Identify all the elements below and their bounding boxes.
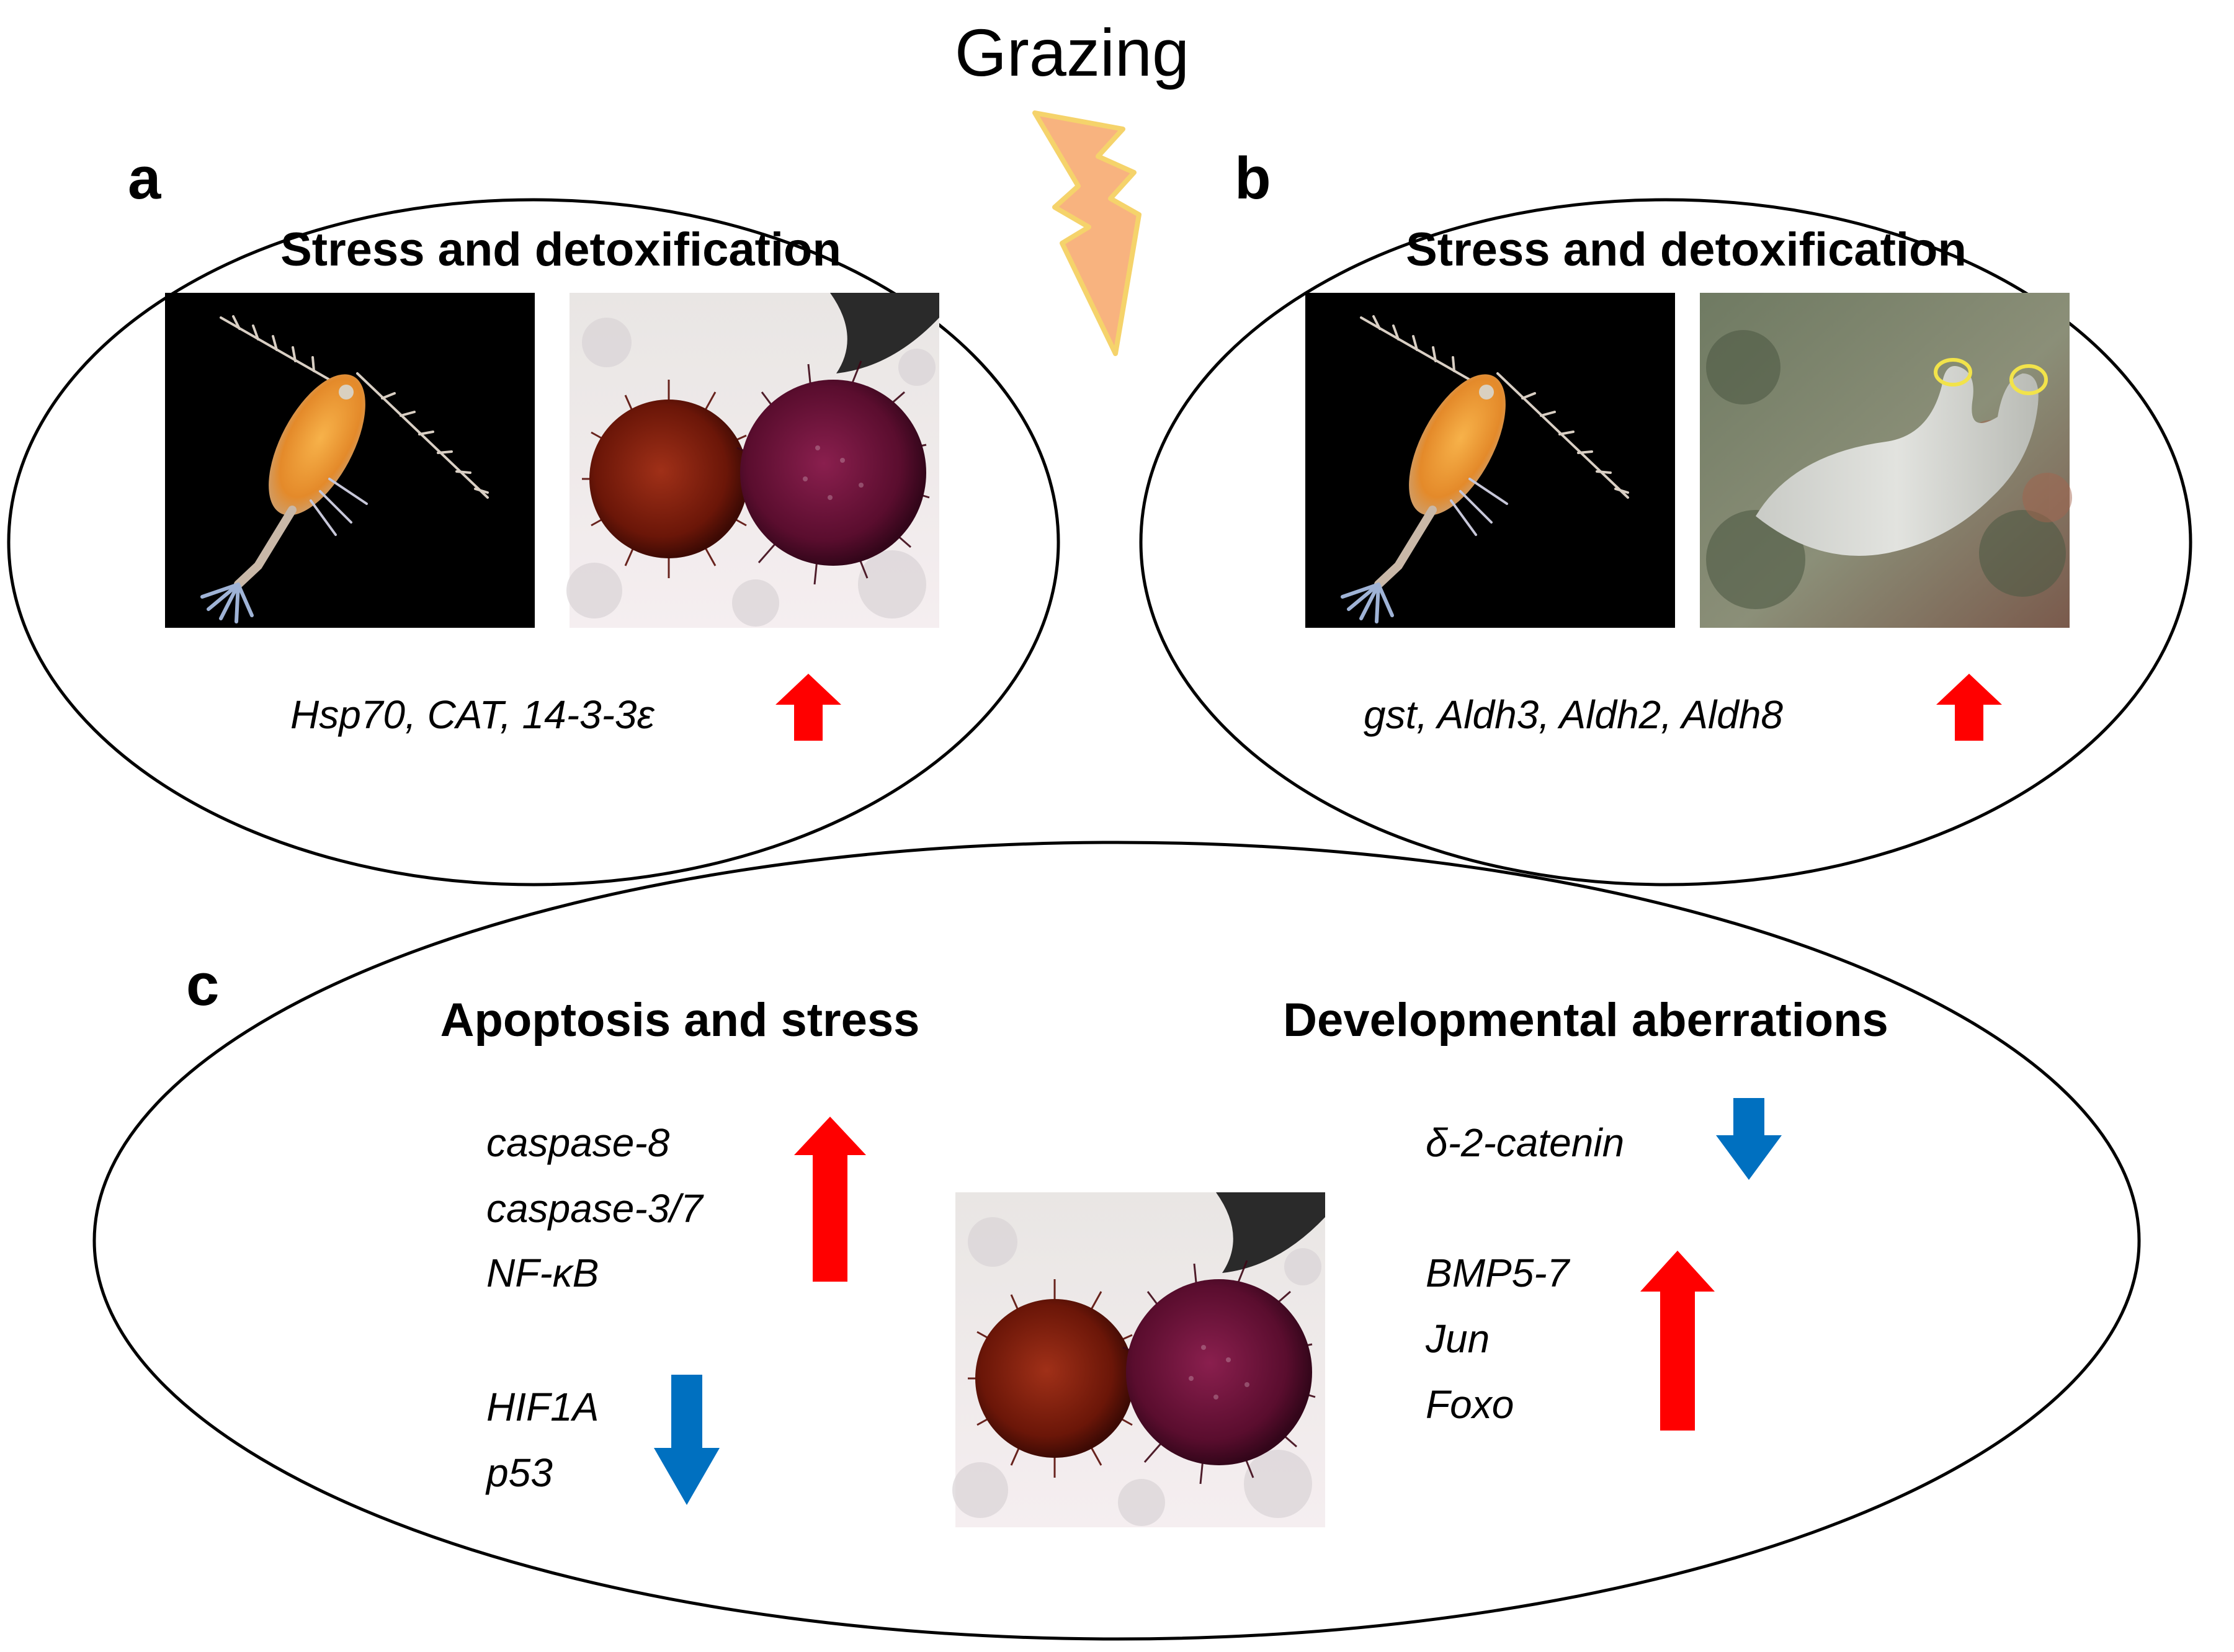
panel-a-ellipse: [7, 198, 1060, 886]
ascidian-photo: [1700, 293, 2072, 628]
panel-c-ellipse: [92, 841, 2141, 1641]
up-arrow-icon: [1640, 1251, 1715, 1431]
lightning-icon: [1032, 110, 1142, 356]
panel-b-ellipse: [1139, 198, 2192, 886]
copepod-photo-a: [165, 293, 535, 628]
panel-b-heading: Stress and detoxification: [1406, 223, 1967, 276]
gene-label: δ-2-catenin: [1426, 1120, 1624, 1165]
up-arrow-icon: [794, 1117, 866, 1282]
gene-label: NF-κB: [486, 1251, 599, 1295]
panel-a-letter: a: [128, 145, 161, 212]
panel-c-left-heading: Apoptosis and stress: [440, 994, 920, 1047]
up-arrow-icon: [1936, 674, 2002, 741]
panel-c-letter: c: [186, 952, 219, 1018]
panel-a-genes: Hsp70, CAT, 14-3-3ε: [290, 692, 655, 737]
panel-b: b Stress and detoxification gst, Aldh3, …: [1139, 145, 2192, 886]
down-arrow-icon: [1716, 1098, 1782, 1180]
panel-b-genes: gst, Aldh3, Aldh2, Aldh8: [1364, 692, 1783, 737]
gene-label: HIF1A: [486, 1385, 599, 1429]
copepod-photo-b: [1305, 293, 1675, 628]
panel-c-right-heading: Developmental aberrations: [1283, 994, 1888, 1047]
gene-label: BMP5-7: [1426, 1251, 1571, 1295]
title: Grazing: [955, 15, 1189, 90]
down-arrow-icon: [654, 1375, 720, 1505]
sea-urchin-photo-a: [565, 292, 941, 629]
panel-a-heading: Stress and detoxification: [280, 223, 841, 276]
gene-label: Jun: [1425, 1316, 1490, 1361]
panel-a: a Stress and detoxification Hsp70, CAT, …: [7, 145, 1060, 886]
sea-urchin-photo-c: [951, 1191, 1326, 1529]
gene-label: Foxo: [1426, 1382, 1514, 1427]
gene-label: p53: [485, 1450, 553, 1495]
panel-b-letter: b: [1235, 145, 1271, 212]
gene-label: caspase-3/7: [486, 1186, 704, 1231]
up-arrow-icon: [775, 674, 841, 741]
panel-c: c Apoptosis and stress Developmental abe…: [92, 841, 2141, 1641]
gene-label: caspase-8: [486, 1120, 670, 1165]
